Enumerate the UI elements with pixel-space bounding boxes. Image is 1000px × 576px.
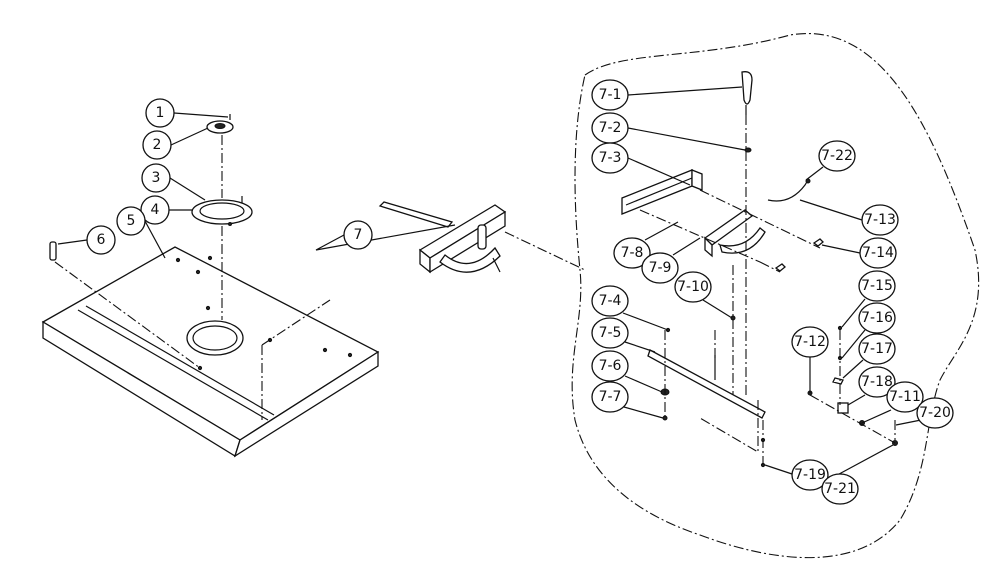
callout-label: 7-18 — [861, 374, 893, 390]
callout-label: 7-7 — [599, 389, 622, 405]
callout-7-8: 7-8 — [613, 237, 651, 269]
callout-7-15: 7-15 — [858, 270, 896, 302]
callout-label: 7-3 — [599, 150, 622, 166]
callout-7-3: 7-3 — [591, 142, 629, 174]
callout-7-12: 7-12 — [791, 326, 829, 358]
callout-label: 7-9 — [649, 260, 672, 276]
callout-label: 3 — [152, 170, 161, 186]
callout-label: 7-19 — [794, 467, 826, 483]
callout-label: 6 — [97, 232, 106, 248]
callout-7-22: 7-22 — [818, 140, 856, 172]
callout-7-19: 7-19 — [791, 459, 829, 491]
callout-label: 7-6 — [599, 358, 622, 374]
callout-7-11: 7-11 — [886, 381, 924, 413]
callout-7-20: 7-20 — [916, 397, 954, 429]
miter-gauge-exploded-parts — [621, 71, 898, 468]
callout-label: 7-20 — [919, 405, 951, 421]
callout-label: 2 — [153, 137, 162, 153]
callout-3: 3 — [141, 163, 171, 193]
callout-5: 5 — [116, 206, 146, 236]
callout-7-21: 7-21 — [821, 473, 859, 505]
callout-7-1: 7-1 — [591, 79, 629, 111]
callout-7-9: 7-9 — [641, 252, 679, 284]
callout-7-10: 7-10 — [674, 271, 712, 303]
callout-7-18: 7-18 — [858, 366, 896, 398]
insert-ring-parts — [191, 114, 253, 226]
callout-1: 1 — [145, 98, 175, 128]
callout-4: 4 — [140, 195, 170, 225]
callout-label: 7-1 — [599, 87, 622, 103]
callout-label: 7-17 — [861, 341, 893, 357]
callout-7-14: 7-14 — [859, 237, 897, 269]
callout-label: 4 — [151, 202, 160, 218]
callout-label: 1 — [156, 105, 165, 121]
assembly-line — [639, 115, 896, 465]
miter-gauge-assembled — [378, 201, 507, 274]
assembly-line — [54, 261, 201, 369]
callout-label: 7-22 — [821, 148, 853, 164]
pin-part-6 — [49, 241, 57, 261]
callout-label: 7-14 — [862, 245, 894, 261]
callout-label: 7 — [354, 227, 363, 243]
callout-7: 7 — [343, 220, 373, 250]
table-top — [41, 246, 380, 458]
callout-label: 7-5 — [599, 325, 622, 341]
callout-7-16: 7-16 — [858, 302, 896, 334]
miter-gauge-detail-outline — [571, 33, 980, 559]
callout-label: 7-21 — [824, 481, 856, 497]
callout-label: 7-8 — [621, 245, 644, 261]
callout-7-4: 7-4 — [591, 285, 629, 317]
callout-6: 6 — [86, 225, 116, 255]
callout-7-2: 7-2 — [591, 112, 629, 144]
callout-label: 7-13 — [864, 212, 896, 228]
callout-2: 2 — [142, 130, 172, 160]
callout-label: 7-12 — [794, 334, 826, 350]
callout-7-13: 7-13 — [861, 204, 899, 236]
assembly-line — [261, 231, 586, 420]
callout-7-17: 7-17 — [858, 333, 896, 365]
callout-label: 7-10 — [677, 279, 709, 295]
callout-label: 5 — [127, 213, 136, 229]
callout-label: 7-16 — [861, 310, 893, 326]
callout-7-6: 7-6 — [591, 350, 629, 382]
callout-label: 7-4 — [599, 293, 622, 309]
callout-label: 7-2 — [599, 120, 622, 136]
callout-7-7: 7-7 — [591, 381, 629, 413]
callout-label: 7-15 — [861, 278, 893, 294]
callout-label: 7-11 — [889, 389, 921, 405]
callout-7-5: 7-5 — [591, 317, 629, 349]
